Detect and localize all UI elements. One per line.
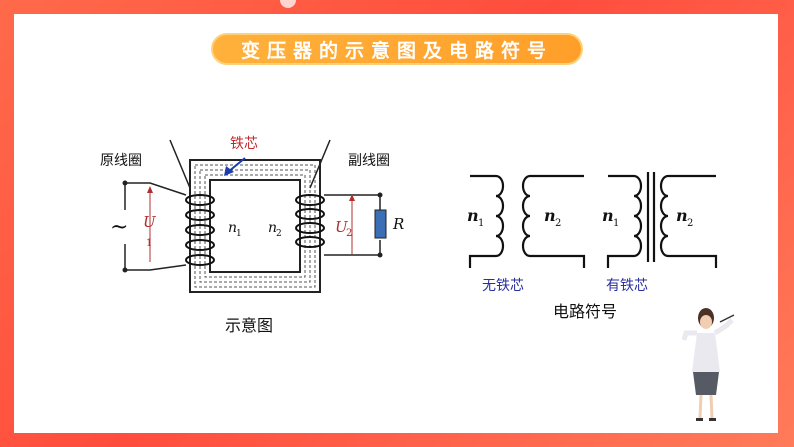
resistor xyxy=(374,209,387,239)
secondary-coil xyxy=(295,194,325,248)
symbol-n1-label: n xyxy=(467,206,479,225)
u2-arrowhead xyxy=(349,194,355,201)
core-inner xyxy=(209,179,301,273)
terminal-dot xyxy=(377,252,383,258)
terminal-dot xyxy=(377,192,383,198)
lamination-line xyxy=(199,169,311,283)
resistor-label: R xyxy=(392,215,404,233)
teacher-illustration xyxy=(681,308,735,421)
symbol-n2-subscript: 2 xyxy=(555,218,561,229)
symbol-n1-label-core: n xyxy=(602,206,614,225)
ac-source-symbol: ~ xyxy=(110,215,128,240)
terminal-dot xyxy=(122,180,128,186)
primary-coil xyxy=(185,194,215,266)
circuit-symbols: n 1 n 2 n 1 n 2 无铁芯 有铁芯 电路符号 xyxy=(467,172,718,321)
u2-label: U xyxy=(335,218,349,236)
u2-subscript: 2 xyxy=(346,228,352,239)
symbol-n1-subscript-core: 1 xyxy=(613,218,619,229)
schematic-caption: 示意图 xyxy=(225,316,273,335)
symbols-caption: 电路符号 xyxy=(553,302,617,321)
core-pointer-head xyxy=(224,166,234,176)
lamination-line xyxy=(204,174,306,278)
slide-title: 变压器的示意图及电路符号 xyxy=(211,33,583,65)
content-panel xyxy=(14,14,778,433)
symbol-with-core xyxy=(606,172,718,268)
secondary-coil-label: 副线圈 xyxy=(348,153,390,169)
u1-label: U xyxy=(143,213,157,231)
with-core-label: 有铁芯 xyxy=(606,278,648,294)
n1-subscript: 1 xyxy=(236,229,242,239)
symbol-n2-label-core: n xyxy=(676,206,688,225)
symbol-no-core xyxy=(468,174,586,268)
n2-subscript: 2 xyxy=(276,229,282,239)
u1-subscript: 1 xyxy=(146,238,152,249)
terminal-dot xyxy=(122,267,128,273)
symbol-n2-label: n xyxy=(544,206,556,225)
n1-label: n xyxy=(228,220,237,236)
decor-dot xyxy=(280,0,296,8)
primary-coil-label: 原线圈 xyxy=(100,153,142,169)
symbol-n1-subscript: 1 xyxy=(478,218,484,229)
transformer-schematic: 铁芯 原线圈 副线圈 ~ U 1 U 2 R n 1 n 2 示意图 xyxy=(100,136,404,335)
no-core-label: 无铁芯 xyxy=(482,278,524,294)
core-label: 铁芯 xyxy=(230,136,258,152)
symbol-n2-subscript-core: 2 xyxy=(687,218,693,229)
primary-wiring xyxy=(124,139,191,271)
u1-arrowhead xyxy=(147,186,153,193)
n2-label: n xyxy=(268,220,277,236)
